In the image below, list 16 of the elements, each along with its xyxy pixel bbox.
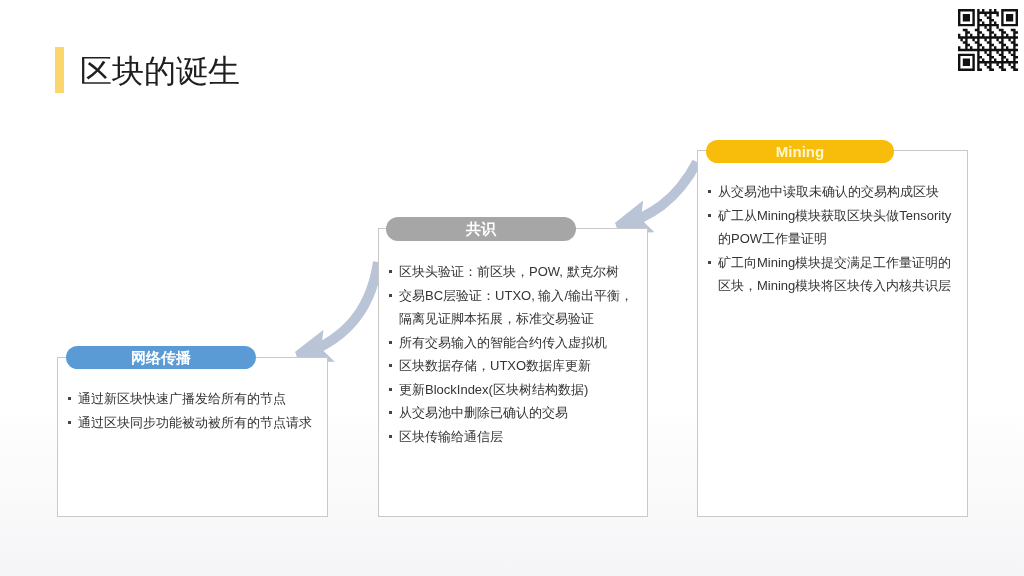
bullet-item: 从交易池中读取未确认的交易构成区块 bbox=[707, 180, 959, 204]
bullet-item: 矿工向Mining模块提交满足工作量证明的区块，Mining模块将区块传入内核共识层 bbox=[707, 250, 959, 298]
bullet-item: 通过新区块快速广播发给所有的节点 bbox=[67, 387, 319, 411]
bullet-item: 区块头验证：前区块，POW, 默克尔树 bbox=[388, 260, 639, 284]
bullet-item: 从交易池中删除已确认的交易 bbox=[388, 401, 639, 425]
bullet-item: 交易BC层验证：UTXO, 输入/输出平衡，隔离见证脚本拓展，标准交易验证 bbox=[388, 283, 639, 331]
bullet-item: 区块传输给通信层 bbox=[388, 424, 639, 448]
bullet-item: 通过区块同步功能被动被所有的节点请求 bbox=[67, 410, 319, 434]
bullet-item: 矿工从Mining模块获取区块头做Tensority的POW工作量证明 bbox=[707, 203, 959, 251]
bullet-item: 所有交易输入的智能合约传入虚拟机 bbox=[388, 330, 639, 354]
bullet-item: 区块数据存储，UTXO数据库更新 bbox=[388, 354, 639, 378]
card-heading: 共识 bbox=[386, 217, 576, 241]
card-heading: 网络传播 bbox=[66, 346, 256, 369]
bullet-item: 更新BlockIndex(区块树结构数据) bbox=[388, 377, 639, 401]
card-heading: Mining bbox=[706, 140, 894, 163]
slide-title: 区块的诞生 bbox=[80, 52, 240, 91]
